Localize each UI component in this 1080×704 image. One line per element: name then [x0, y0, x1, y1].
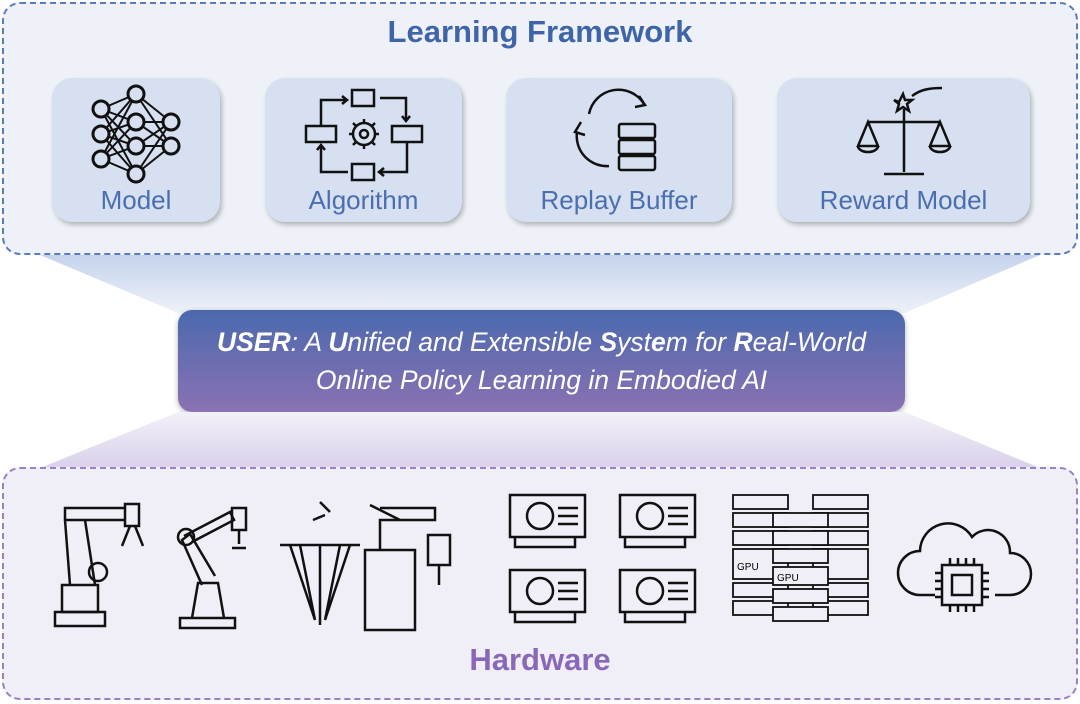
banner-letter-e: e	[651, 327, 666, 357]
funnel-connector-top	[40, 255, 1040, 313]
algorithm-label: Algorithm	[308, 185, 419, 215]
reward-model-card: Reward Model	[777, 78, 1030, 222]
algorithm-card: Algorithm	[265, 78, 462, 222]
server-rack-icon	[732, 494, 869, 622]
learning-framework-title: Learning Framework	[387, 14, 693, 49]
funnel-connector-bottom	[40, 412, 1040, 468]
banner-text: yst	[617, 327, 652, 357]
robot-arm-gripper-icon	[53, 502, 145, 628]
system-title-banner: USER: A Unified and Extensible System fo…	[178, 310, 905, 412]
neural-network-icon	[91, 84, 181, 184]
banner-text: : A	[290, 327, 329, 357]
cloud-chip-icon	[896, 522, 1033, 612]
model-label: Model	[100, 185, 172, 215]
gpu-card-icon	[508, 493, 697, 624]
hardware-panel	[2, 467, 1078, 700]
server-gpu-label: GPU	[777, 573, 799, 584]
reward-model-label: Reward Model	[819, 185, 988, 215]
gear-cycle-icon	[304, 88, 423, 182]
replay-buffer-label: Replay Buffer	[540, 185, 698, 215]
banner-acronym: USER	[216, 327, 291, 357]
hardware-title: Hardware	[469, 642, 611, 677]
database-refresh-icon	[573, 88, 657, 172]
banner-text: eal-World Online Policy Learning in Embo…	[315, 327, 867, 395]
banner-letter-r: R	[733, 327, 753, 357]
hardware-icons: GPU GPU	[53, 493, 1033, 632]
banner-letter-u: U	[328, 327, 348, 357]
model-card: Model	[52, 78, 220, 222]
robot-arm-suction-icon	[176, 506, 248, 630]
banner-text: m for	[665, 327, 734, 357]
server-gpu-label: GPU	[737, 562, 759, 573]
delta-robot-icon	[280, 501, 452, 632]
balance-scale-star-icon	[855, 86, 952, 176]
banner-letter-s: S	[599, 327, 618, 357]
banner-text: nified and Extensible	[347, 327, 600, 357]
replay-buffer-card: Replay Buffer	[506, 78, 732, 222]
